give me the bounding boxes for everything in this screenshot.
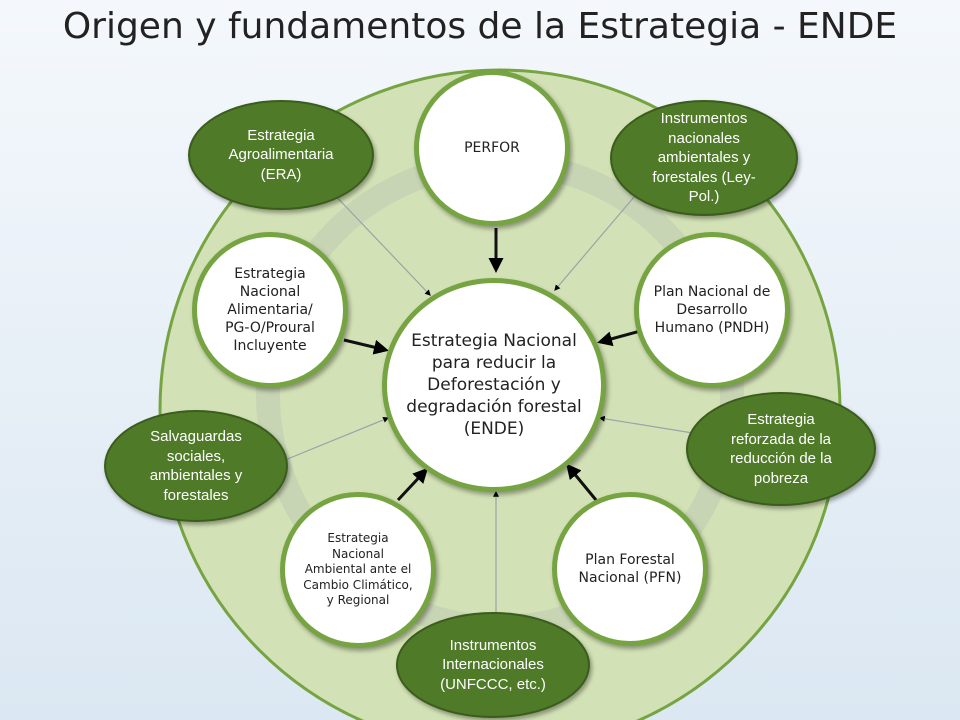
node-era: Estrategia Agroalimentaria (ERA): [188, 100, 374, 210]
node-pobreza: Estrategia reforzada de la reducción de …: [686, 392, 876, 506]
node-era-label: Estrategia Agroalimentaria (ERA): [228, 126, 334, 183]
arrow-ambiental: [396, 467, 429, 502]
connector-instrumentos-nacionales: [554, 189, 641, 291]
page-title: Origen y fundamentos de la Estrategia - …: [62, 6, 898, 47]
node-pfn-label: Plan Forestal Nacional (PFN): [578, 551, 682, 586]
node-instrumentos-nacionales: Instrumentos nacionales ambientales y fo…: [610, 100, 798, 216]
node-alimentaria-label: Estrategia Nacional Alimentaria/ PG-O/Pr…: [225, 265, 315, 355]
node-salvaguardas-label: Salvaguardas sociales, ambientales y for…: [149, 428, 243, 504]
node-salvaguardas: Salvaguardas sociales, ambientales y for…: [104, 410, 288, 522]
node-ambiental-label: Estrategia Nacional Ambiental ante el Ca…: [303, 531, 413, 608]
node-pndh-label: Plan Nacional de Desarrollo Humano (PNDH…: [653, 283, 771, 337]
connector-era: [329, 189, 431, 296]
center-node-ende: Estrategia Nacional para reducir la Defo…: [382, 278, 606, 492]
node-perfor: PERFOR: [414, 70, 570, 226]
arrow-pfn: [566, 463, 598, 501]
node-perfor-label: PERFOR: [464, 139, 520, 156]
node-pfn: Plan Forestal Nacional (PFN): [552, 492, 708, 646]
arrow-alimentaria: [343, 338, 389, 355]
node-pobreza-label: Estrategia reforzada de la reducción de …: [730, 411, 832, 487]
node-alimentaria: Estrategia Nacional Alimentaria/ PG-O/Pr…: [192, 232, 348, 388]
node-ambiental: Estrategia Nacional Ambiental ante el Ca…: [280, 492, 436, 648]
connector-pobreza: [598, 415, 706, 436]
node-pndh: Plan Nacional de Desarrollo Humano (PNDH…: [634, 232, 790, 388]
node-internacionales: Instrumentos Internacionales (UNFCCC, et…: [396, 612, 590, 718]
node-instrumentos-nacionales-label: Instrumentos nacionales ambientales y fo…: [652, 110, 756, 206]
node-internacionales-label: Instrumentos Internacionales (UNFCCC, et…: [440, 636, 546, 693]
center-node-label: Estrategia Nacional para reducir la Defo…: [406, 330, 582, 440]
connector-salvaguardas: [284, 417, 390, 461]
